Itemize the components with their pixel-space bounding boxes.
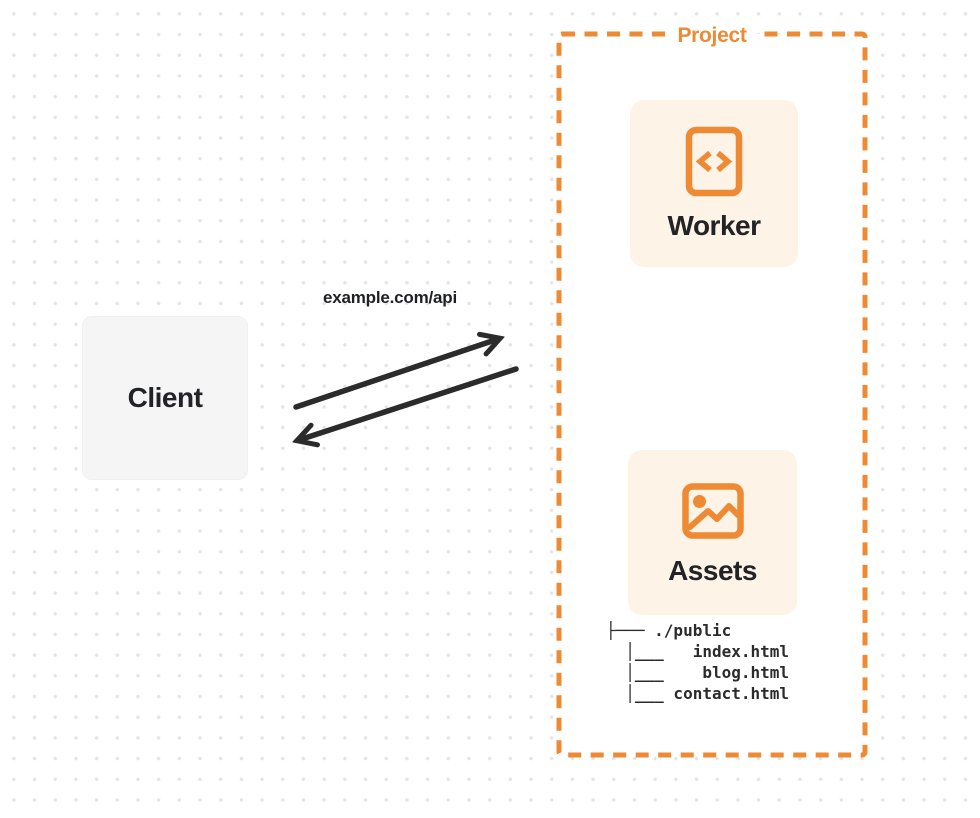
client-node: Client bbox=[82, 316, 248, 480]
file-tree-line: ├─── ./public bbox=[606, 621, 732, 640]
file-tree-line: │___ contact.html bbox=[606, 684, 790, 703]
code-file-icon bbox=[685, 126, 743, 197]
worker-label: Worker bbox=[667, 210, 761, 241]
request-url-label: example.com/api bbox=[322, 288, 457, 307]
image-icon bbox=[681, 483, 744, 539]
client-label: Client bbox=[127, 382, 203, 413]
assets-label: Assets bbox=[668, 555, 757, 586]
response-arrow bbox=[299, 366, 519, 440]
project-title: Project bbox=[668, 23, 756, 49]
project-group: Project Worker Assets ├─── ./public │___… bbox=[556, 23, 868, 758]
file-tree: ├─── ./public │___ index.html │___ blog.… bbox=[606, 620, 789, 704]
file-tree-line: │___ index.html bbox=[606, 642, 790, 661]
worker-node: Worker bbox=[630, 100, 798, 267]
request-arrow bbox=[293, 339, 498, 410]
file-tree-line: │___ blog.html bbox=[606, 663, 790, 682]
assets-node: Assets bbox=[628, 450, 797, 615]
